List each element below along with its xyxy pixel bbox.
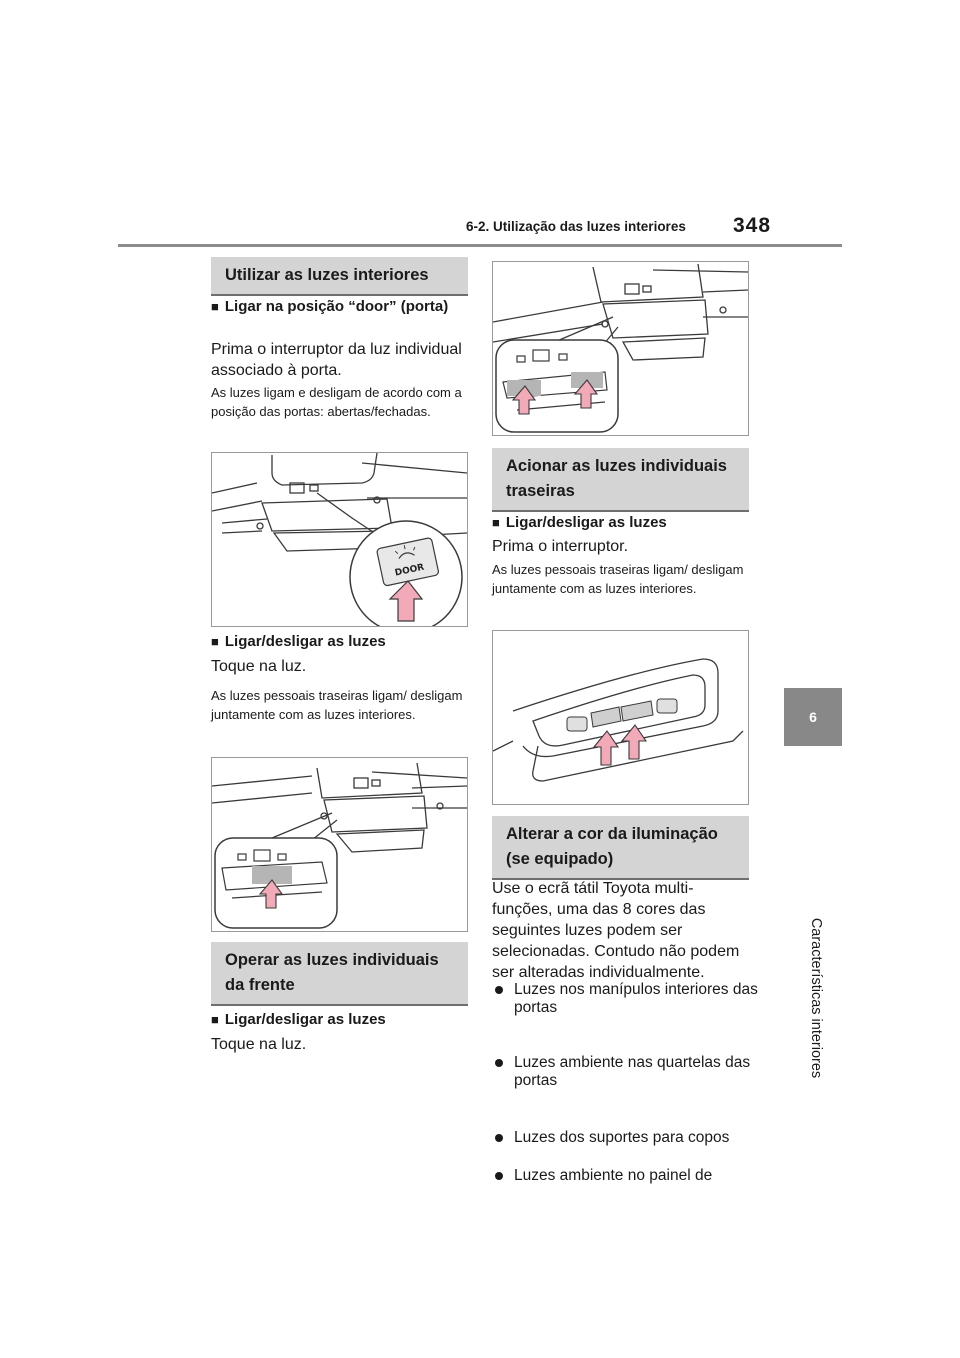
header-divider	[118, 244, 842, 247]
square-bullet-icon: ■	[211, 299, 219, 314]
bullet-dot-icon	[495, 1172, 503, 1180]
press-arrow-icon	[511, 385, 537, 415]
figure-rear-switch-drawing	[493, 658, 744, 782]
figure-front-individual	[492, 261, 749, 436]
figure-rear-switch	[492, 630, 749, 805]
figure-touch-light	[211, 757, 468, 932]
subheading-on-off-3: ■ Ligar/desligar as luzes	[492, 513, 747, 532]
square-bullet-icon: ■	[211, 634, 219, 649]
subheading-text: Ligar/desligar as luzes	[224, 633, 386, 650]
chapter-side-title-text: Características interiores	[808, 917, 824, 1079]
press-arrow-icon	[592, 730, 620, 766]
note-text: As luzes pessoais traseiras ligam/ desli…	[492, 562, 744, 596]
body-text: Prima o interruptor da luz individual as…	[211, 341, 462, 379]
list-item: Luzes dos suportes para copos	[492, 1129, 769, 1147]
list-item-text: Luzes ambiente nas quartelas das portas	[514, 1054, 751, 1089]
subheading-on-off-2: ■ Ligar/desligar as luzes	[211, 1010, 466, 1029]
chapter-tab: 6	[784, 688, 842, 746]
body-text: Use o ecrã tátil Toyota multi-funções, u…	[492, 880, 740, 981]
subheading-on-off-1: ■ Ligar/desligar as luzes	[211, 632, 466, 651]
figure-touch-light-drawing	[212, 762, 467, 929]
press-arrow-icon	[620, 724, 648, 760]
bullet-dot-icon	[495, 986, 503, 994]
body-text: Prima o interruptor.	[492, 538, 629, 555]
body-text: Toque na luz.	[211, 658, 307, 675]
running-header: 6-2. Utilização das luzes interiores	[466, 219, 686, 234]
list-item: Luzes nos manípulos interiores das porta…	[492, 981, 769, 1017]
press-arrow-icon	[258, 879, 284, 909]
list-item-text: Luzes nos manípulos interiores das porta…	[514, 981, 758, 1016]
figure-door-switch: DOOR	[211, 452, 468, 627]
section-heading-interior-lights: Utilizar as luzes interiores	[211, 257, 468, 296]
bullet-dot-icon	[495, 1059, 503, 1067]
section-heading-front-individual-lights: Operar as luzes individuais da frente	[211, 942, 468, 1006]
figure-front-individual-drawing	[493, 263, 748, 433]
subheading-door-position: ■ Ligar na posição “door” (porta)	[211, 297, 461, 316]
square-bullet-icon: ■	[492, 515, 500, 530]
list-item: Luzes ambiente nas quartelas das portas	[492, 1054, 769, 1090]
note-text: As luzes ligam e desligam de acordo com …	[211, 385, 462, 419]
subheading-text: Ligar/desligar as luzes	[224, 1011, 386, 1028]
press-arrow-icon	[573, 379, 599, 409]
section-heading-change-color: Alterar a cor da iluminação (se equipado…	[492, 816, 749, 880]
square-bullet-icon: ■	[211, 1012, 219, 1027]
press-arrow-icon	[388, 580, 424, 622]
body-text: Toque na luz.	[211, 1036, 307, 1053]
subheading-text: Ligar/desligar as luzes	[505, 514, 667, 531]
figure-door-switch-drawing: DOOR	[212, 453, 467, 626]
page-number: 348	[733, 214, 772, 237]
list-item: Luzes ambiente no painel de	[492, 1167, 769, 1185]
note-text: As luzes pessoais traseiras ligam/ desli…	[211, 688, 463, 722]
list-item-text: Luzes dos suportes para copos	[514, 1129, 730, 1146]
section-heading-rear-individual-lights: Acionar as luzes individuais traseiras	[492, 448, 749, 512]
list-item-text: Luzes ambiente no painel de	[514, 1167, 713, 1184]
bullet-dot-icon	[495, 1134, 503, 1142]
subheading-text: Ligar na posição “door” (porta)	[224, 298, 449, 315]
